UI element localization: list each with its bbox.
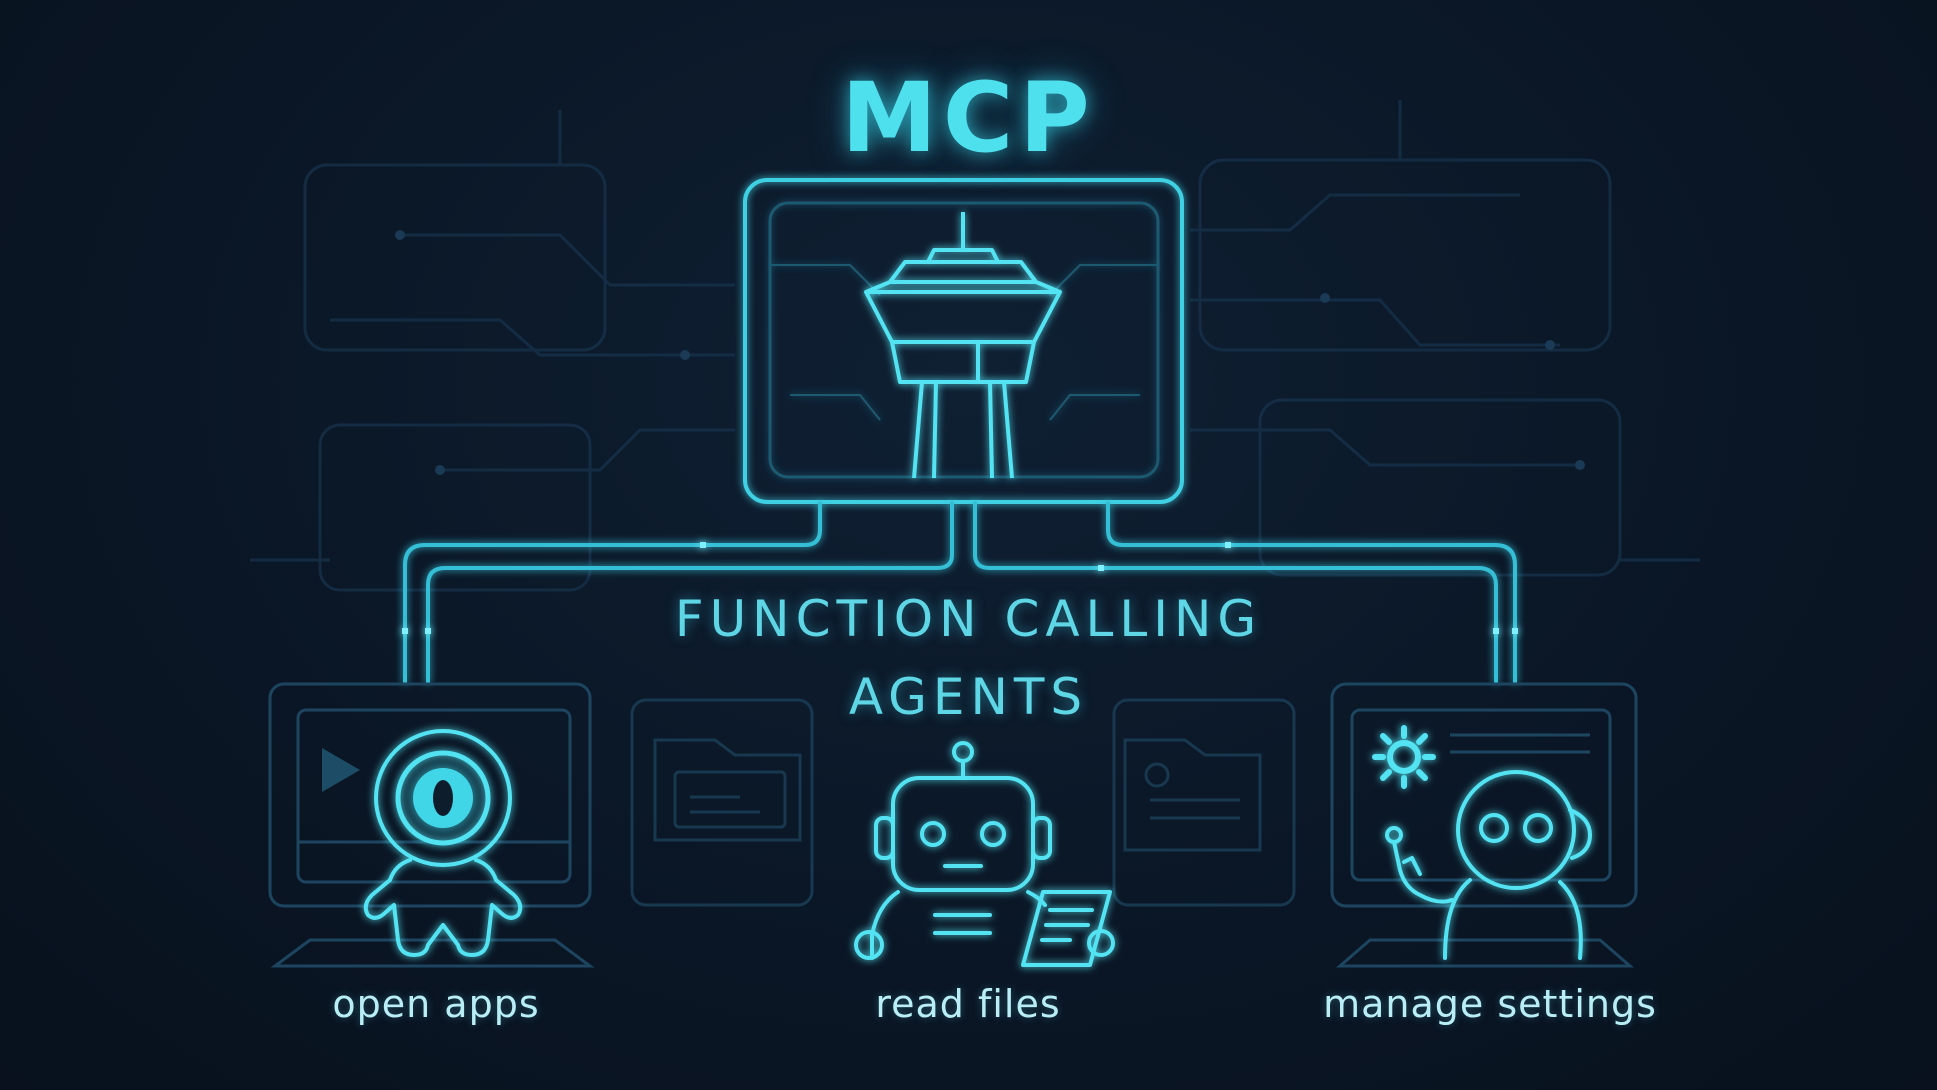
manage-settings-panel	[1330, 682, 1638, 968]
play-icon	[322, 748, 360, 792]
diagram-title: MCP	[841, 62, 1096, 174]
mcp-hub-panel	[743, 178, 1184, 504]
circuit-nodes	[395, 230, 1585, 475]
connector-dots	[402, 542, 1518, 634]
gear-icon	[1372, 725, 1436, 789]
robot-with-document-icon	[854, 741, 1115, 967]
subtitle-line-2: AGENTS	[848, 668, 1089, 726]
agent-label-open-apps: open apps	[332, 982, 540, 1026]
agent-label-read-files: read files	[875, 982, 1061, 1026]
read-files-panels	[630, 698, 1296, 907]
circuit-background	[250, 100, 1700, 592]
one-eyed-robot-icon	[363, 729, 523, 957]
control-tower-icon	[864, 212, 1062, 479]
agent-label-manage-settings: manage settings	[1323, 982, 1657, 1026]
connector-lines	[403, 501, 1517, 684]
robot-with-gear-icon	[1385, 770, 1592, 960]
subtitle-line-1: FUNCTION CALLING	[674, 590, 1263, 648]
